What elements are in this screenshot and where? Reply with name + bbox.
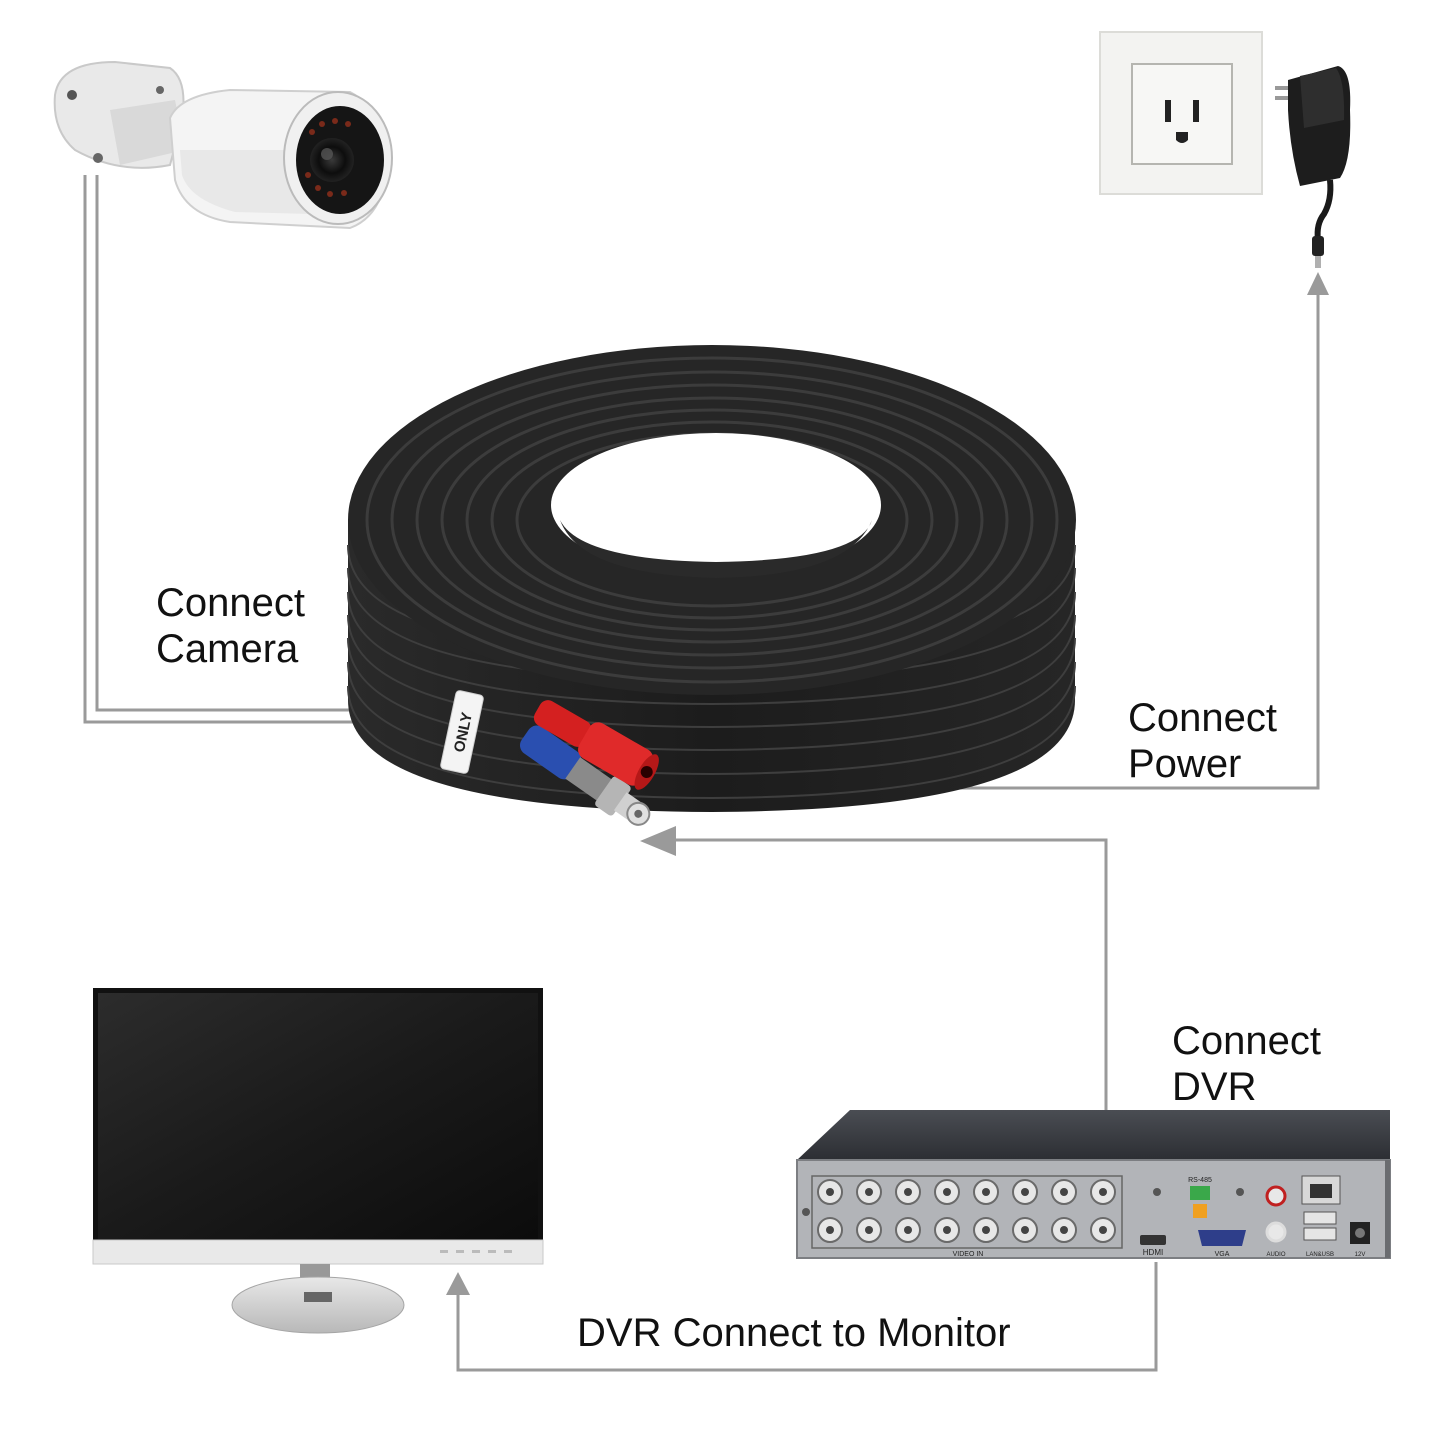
connect-dvr-line-1: Connect (1172, 1019, 1321, 1063)
dvr-power-label: 12V (1355, 1252, 1366, 1258)
dvr-hdmi-label: HDMI (1143, 1248, 1163, 1257)
connect-camera-line-1: Connect (156, 581, 305, 625)
connect-power-line-1: Connect (1128, 696, 1277, 740)
dvr-line (670, 838, 1108, 1185)
dvr-illustration: VIDEO IN HDMI RS-485 VGA AUDIO LAN&USB 1… (796, 1110, 1391, 1259)
power-adapter-illustration (1275, 66, 1351, 268)
connection-lines (83, 175, 1320, 1372)
bullet-camera-illustration (53, 60, 393, 230)
camera-line (83, 175, 360, 724)
dvr-video-in-label: VIDEO IN (953, 1251, 984, 1258)
connect-dvr-line-2: DVR (1172, 1065, 1257, 1109)
dvr-rs485-label: RS-485 (1188, 1177, 1212, 1184)
dvr-lan-usb-label: LAN&USB (1306, 1252, 1334, 1258)
power-arrow-up-icon (1307, 272, 1329, 295)
connect-dvr-label: Connect DVR (1172, 1018, 1321, 1110)
connect-camera-label: Connect Camera (156, 580, 305, 672)
dvr-vga-label: VGA (1215, 1251, 1230, 1258)
connect-power-label: Connect Power (1128, 695, 1277, 787)
connect-camera-line-2: Camera (156, 627, 299, 671)
connect-power-line-2: Power (1128, 742, 1242, 786)
cable-coil-illustration: ONLY (347, 345, 1076, 812)
dvr-connect-monitor-label: DVR Connect to Monitor (577, 1310, 1011, 1356)
dvr-arrow-left-icon (640, 826, 676, 856)
monitor-arrow-up-icon (446, 1272, 470, 1295)
camera-line-inner (95, 175, 360, 712)
monitor-line (456, 1262, 1158, 1372)
dvr-connect-monitor-text: DVR Connect to Monitor (577, 1311, 1011, 1355)
bnc-power-connectors (520, 700, 659, 826)
monitor-illustration (92, 988, 544, 1334)
wall-outlet-illustration (1099, 31, 1263, 195)
dvr-audio-label: AUDIO (1266, 1252, 1285, 1258)
